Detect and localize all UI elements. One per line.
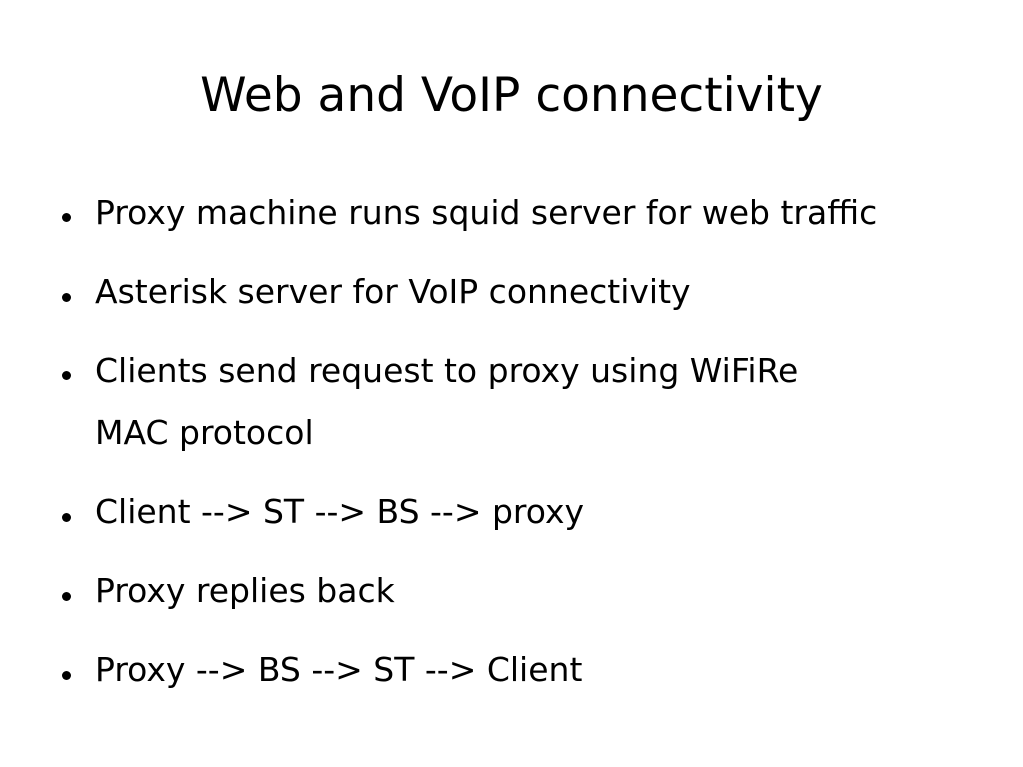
bullet-text: Proxy replies back: [95, 560, 995, 622]
bullet-line: Client --> ST --> BS --> proxy: [95, 492, 585, 531]
bullet-dot-icon: [62, 293, 71, 302]
bullet-dot-icon: [62, 513, 71, 522]
bullet-text: Client --> ST --> BS --> proxy: [95, 481, 995, 543]
bullet-text: Asterisk server for VoIP connectivity: [95, 261, 995, 323]
bullet-text: Proxy --> BS --> ST --> Client: [95, 639, 995, 701]
slide-title: Web and VoIP connectivity: [200, 68, 823, 123]
bullet-dot-icon: [62, 592, 71, 601]
bullet-text: Clients send request to proxy using WiFi…: [95, 340, 995, 464]
bullet-line: Proxy --> BS --> ST --> Client: [95, 650, 583, 689]
bullet-dot-icon: [62, 213, 71, 222]
bullet-line: Proxy machine runs squid server for web …: [95, 193, 878, 232]
bullet-dot-icon: [62, 671, 71, 680]
bullet-line: Clients send request to proxy using WiFi…: [95, 351, 799, 390]
bullet-line: MAC protocol: [95, 413, 314, 452]
bullet-dot-icon: [62, 371, 71, 380]
bullet-line: Asterisk server for VoIP connectivity: [95, 272, 691, 311]
bullet-text: Proxy machine runs squid server for web …: [95, 182, 995, 244]
bullet-line: Proxy replies back: [95, 571, 395, 610]
